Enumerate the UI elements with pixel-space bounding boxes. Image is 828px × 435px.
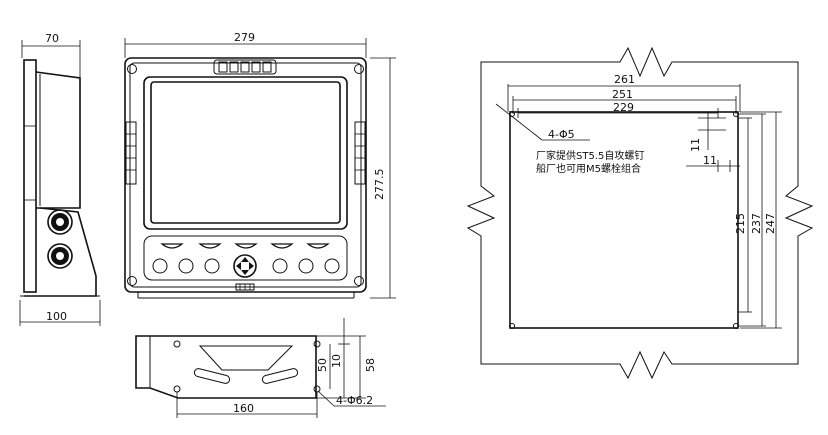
bracket-height-outer-label: 58 <box>364 358 377 372</box>
cutout-height-mid-label: 237 <box>750 213 763 234</box>
right-vent <box>354 121 366 185</box>
cutout-offset-side-label: 11 <box>703 154 717 167</box>
cutout-width-outer-label: 261 <box>614 73 635 86</box>
front-view: 279 277.5 <box>124 31 396 299</box>
cutout-note-line1: 厂家提供ST5.5自攻螺钉 <box>536 149 644 162</box>
side-view: 70 100 <box>19 32 101 326</box>
front-width-label: 279 <box>234 31 255 44</box>
top-vent <box>213 59 277 75</box>
cutout-note-line2: 船厂也可用M5螺栓组合 <box>536 162 641 175</box>
direction-pad <box>233 254 257 278</box>
mount-knob-lower <box>47 243 73 269</box>
cutout-hole-spec: 4-Φ5 <box>548 128 575 141</box>
bracket-height-mid-label: 50 <box>316 358 329 372</box>
display-screen <box>150 81 341 224</box>
round-buttons <box>152 258 340 274</box>
side-base-label: 100 <box>46 310 67 323</box>
mount-knob-upper <box>47 209 73 235</box>
cutout-view: 261 251 229 11 11 215 237 247 <box>466 46 814 380</box>
cutout-offset-top-label: 11 <box>689 138 702 152</box>
soft-keys <box>160 243 330 249</box>
bracket-view: 160 50 10 58 4-Φ6.2 <box>135 318 386 418</box>
left-vent <box>125 121 137 185</box>
bracket-span-label: 160 <box>233 402 254 415</box>
cutout-height-outer-label: 247 <box>764 213 777 234</box>
cutout-width-inner-label: 229 <box>613 101 634 114</box>
bracket-hole-spec: 4-Φ6.2 <box>336 394 373 407</box>
cutout-width-mid-label: 251 <box>612 88 633 101</box>
display-screen-frame <box>143 76 348 230</box>
bracket-height-inner-label: 10 <box>330 354 343 368</box>
cutout-height-inner-label: 215 <box>734 213 747 234</box>
front-height-label: 277.5 <box>373 169 386 201</box>
side-depth-label: 70 <box>45 32 59 45</box>
